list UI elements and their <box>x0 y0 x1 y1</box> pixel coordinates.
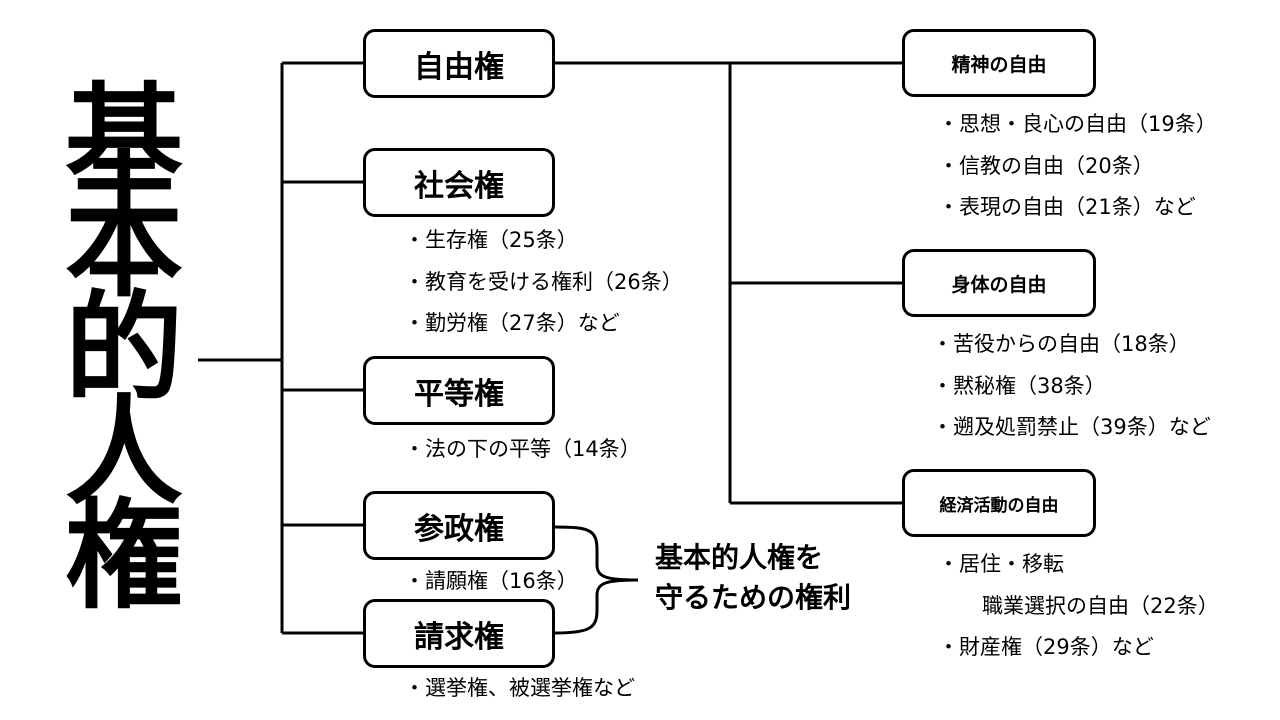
box-keizai: 経済活動の自由 <box>902 469 1096 537</box>
list-item: ・黙秘権（38条） <box>932 373 1106 398</box>
box-byodoken: 平等権 <box>363 356 555 425</box>
list-item: ・信教の自由（20条） <box>938 153 1154 178</box>
list-item: ・遡及処罰禁止（39条）など <box>932 415 1211 439</box>
list-item: ・教育を受ける権利（26条） <box>404 269 683 294</box>
list-item: ・財産権（29条）など <box>938 635 1154 659</box>
list-shintai: ・苦役からの自由（18条） ・黙秘権（38条） ・遡及処罰禁止（39条）など <box>932 324 1211 449</box>
title-char: 権 <box>64 487 183 625</box>
title-char: 的 <box>64 279 183 417</box>
list-seishin: ・思想・良心の自由（19条） ・信教の自由（20条） ・表現の自由（21条）など <box>938 104 1217 229</box>
list-keizai: ・居住・移転 職業選択の自由（22条） ・財産権（29条）など <box>938 544 1219 669</box>
list-sanseiken: ・請願権（16条） <box>404 561 578 603</box>
list-byodoken: ・法の下の平等（14条） <box>404 429 641 471</box>
note-line: 基本的人権を <box>655 541 824 574</box>
brace-note: 基本的人権を 守るための権利 <box>655 538 851 618</box>
list-item: ・居住・移転 <box>938 552 1064 576</box>
box-shintai: 身体の自由 <box>902 249 1096 317</box>
list-item: 職業選択の自由（22条） <box>982 593 1219 618</box>
list-item: ・表現の自由（21条）など <box>938 195 1196 219</box>
box-sanseiken: 参政権 <box>363 491 555 560</box>
title-char: 本 <box>64 175 183 313</box>
list-shakaiken: ・生存権（25条） ・教育を受ける権利（26条） ・勤労権（27条）など <box>404 220 683 345</box>
list-item: ・生存権（25条） <box>404 228 578 252</box>
curly-brace <box>554 525 639 635</box>
box-shakaiken: 社会権 <box>363 148 555 217</box>
list-item: ・法の下の平等（14条） <box>404 437 641 461</box>
note-line: 守るための権利 <box>655 581 852 614</box>
box-seishin: 精神の自由 <box>902 29 1096 97</box>
box-jiyuken: 自由権 <box>363 29 555 98</box>
list-item: ・勤労権（27条）など <box>404 311 620 335</box>
list-seikyuken: ・選挙権、被選挙権など <box>404 668 635 710</box>
list-item: ・苦役からの自由（18条） <box>932 332 1190 356</box>
list-item: ・思想・良心の自由（19条） <box>938 112 1217 136</box>
main-title: 基 本 的 人 権 <box>64 71 184 625</box>
title-char: 人 <box>64 383 183 521</box>
title-char: 基 <box>64 71 183 209</box>
box-seikyuken: 請求権 <box>363 599 555 668</box>
list-item: ・選挙権、被選挙権など <box>404 676 635 700</box>
list-item: ・請願権（16条） <box>404 569 578 593</box>
